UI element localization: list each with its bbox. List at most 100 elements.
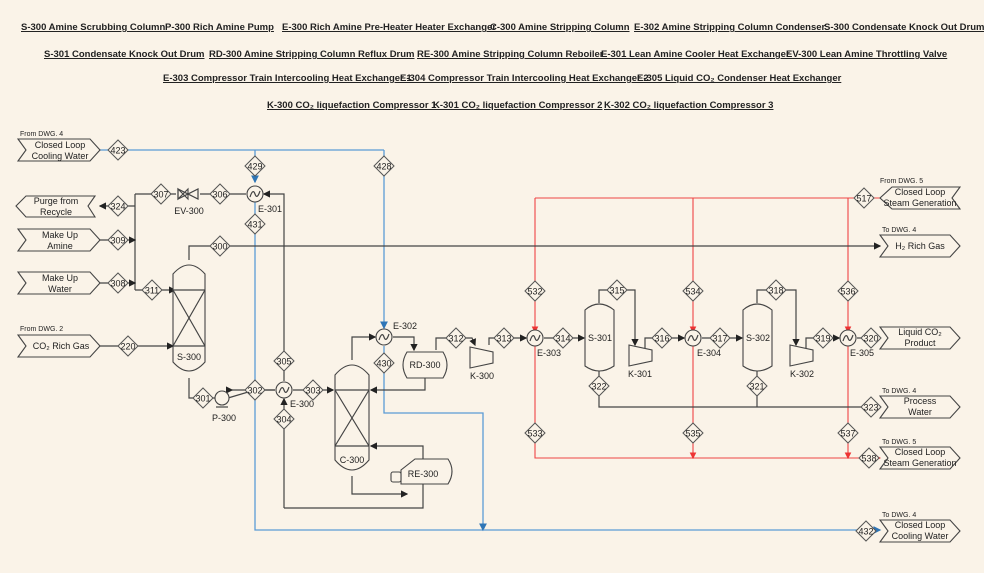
s301-drum[interactable]: S-301	[584, 303, 615, 372]
legend-link-re300[interactable]: RE-300 Amine Stripping Column Reboiler	[417, 49, 604, 60]
stream-tag-323[interactable]: 323	[860, 396, 882, 418]
stream-tag-314[interactable]: 314	[552, 327, 574, 349]
legend-link-e301[interactable]: E-301 Lean Amine Cooler Heat Exchanger	[601, 49, 790, 60]
stream-tag-316[interactable]: 316	[651, 327, 673, 349]
stream-tag-220[interactable]: 220	[117, 335, 139, 357]
stream-tag-315[interactable]: 315	[606, 279, 628, 301]
stream-tag-305[interactable]: 305	[273, 350, 295, 372]
stream-tag-diamond	[588, 375, 610, 397]
offpage-process-water[interactable]: To DWG. 4 Process Water	[878, 388, 961, 419]
offpage-cw-out[interactable]: To DWG. 4 Closed Loop Cooling Water	[878, 512, 961, 543]
legend-link-e300[interactable]: E-300 Rich Amine Pre-Heater Heater Excha…	[282, 22, 497, 33]
process-lines	[98, 190, 882, 509]
stream-tag-322[interactable]: 322	[588, 375, 610, 397]
stream-tag-428[interactable]: 428	[373, 155, 395, 177]
stream-tag-533[interactable]: 533	[524, 422, 546, 444]
rd300-drum[interactable]: RD-300	[402, 351, 448, 379]
legend-link-e303[interactable]: E-303 Compressor Train Intercooling Heat…	[163, 73, 412, 84]
k301-compressor[interactable]: K-301	[628, 344, 653, 379]
legend-link-e304[interactable]: E-304 Compressor Train Intercooling Heat…	[400, 73, 649, 84]
e302-exchanger[interactable]: E-302	[375, 321, 417, 346]
stream-tag-535[interactable]: 535	[682, 422, 704, 444]
stream-tag-304[interactable]: 304	[273, 408, 295, 430]
legend-link-k302[interactable]: K-302 CO₂ liquefaction Compressor 3	[604, 100, 774, 111]
c300-column[interactable]: C-300	[334, 364, 370, 471]
offpage-co2-rich-gas[interactable]: From DWG. 2 CO₂ Rich Gas	[16, 326, 101, 358]
s302-drum[interactable]: S-302	[742, 303, 773, 372]
stream-tag-label: 308	[110, 279, 125, 289]
k300-compressor[interactable]: K-300	[469, 346, 494, 381]
stream-tag-534[interactable]: 534	[682, 280, 704, 302]
stream-tag-303[interactable]: 303	[302, 379, 324, 401]
stream-tag-517[interactable]: 517	[853, 187, 875, 209]
offpage-make-up-amine[interactable]: Make Up Amine	[16, 228, 101, 252]
e301-label: E-301	[258, 204, 282, 214]
stream-tag-538[interactable]: 538	[858, 447, 880, 469]
offpage-purge[interactable]: Purge from Recycle	[15, 195, 97, 218]
re300-reboiler[interactable]: RE-300	[390, 458, 453, 485]
stream-tag-324[interactable]: 324	[107, 195, 129, 217]
stream-tag-312[interactable]: 312	[445, 327, 467, 349]
legend-link-k300[interactable]: K-300 CO₂ liquefaction Compressor 1	[267, 100, 437, 111]
offpage-make-up-water[interactable]: Make Up Water	[16, 271, 101, 295]
stream-tag-313[interactable]: 313	[493, 327, 515, 349]
stream-tag-diamond	[302, 379, 324, 401]
stream-tag-diamond	[273, 350, 295, 372]
stream-tag-label: 316	[654, 334, 669, 344]
stream-tag-301[interactable]: 301	[192, 387, 214, 409]
stream-tag-432[interactable]: 432	[855, 520, 877, 542]
stream-tag-309[interactable]: 309	[107, 229, 129, 251]
stream-tag-429[interactable]: 429	[244, 155, 266, 177]
e300-exchanger[interactable]: E-300	[275, 381, 314, 409]
legend-link-c300[interactable]: C-300 Amine Stripping Column	[490, 22, 630, 33]
stream-tag-431[interactable]: 431	[244, 213, 266, 235]
offpage-cw-in[interactable]: From DWG. 4 Closed Loop Cooling Water	[16, 131, 101, 162]
k302-compressor[interactable]: K-302	[789, 344, 814, 379]
e304-exchanger[interactable]: E-304	[684, 329, 721, 358]
stream-tag-302[interactable]: 302	[244, 379, 266, 401]
offpage-steam-in[interactable]: From DWG. 5 Closed Loop Steam Generation	[879, 178, 962, 210]
stream-tag-423[interactable]: 423	[107, 139, 129, 161]
legend-link-s300-ko[interactable]: S-300 Condensate Knock Out Drum	[824, 22, 984, 33]
s301-label: S-301	[588, 333, 612, 343]
stream-tag-diamond	[860, 327, 882, 349]
stream-tag-label: 304	[276, 415, 291, 425]
ev300-valve[interactable]: EV-300	[174, 187, 204, 216]
s300-column[interactable]: S-300	[172, 264, 206, 372]
offpage-h2-rich-gas[interactable]: To DWG. 4 H₂ Rich Gas	[878, 227, 961, 258]
legend-link-rd300[interactable]: RD-300 Amine Stripping Column Reflux Dru…	[209, 49, 415, 60]
stream-tag-320[interactable]: 320	[860, 327, 882, 349]
stream-tag-diamond	[682, 280, 704, 302]
e303-exchanger[interactable]: E-303	[526, 329, 561, 358]
p300-pump[interactable]: P-300	[212, 390, 236, 423]
stream-tag-311[interactable]: 311	[141, 279, 163, 301]
stream-tag-317[interactable]: 317	[709, 327, 731, 349]
legend-link-s300[interactable]: S-300 Amine Scrubbing Column	[21, 22, 166, 33]
stream-tag-306[interactable]: 306	[209, 183, 231, 205]
stream-tag-536[interactable]: 536	[837, 280, 859, 302]
stream-tag-label: 302	[247, 386, 262, 396]
stream-tag-diamond	[552, 327, 574, 349]
stream-tag-308[interactable]: 308	[107, 272, 129, 294]
legend-link-p300[interactable]: P-300 Rich Amine Pump	[165, 22, 274, 33]
legend-link-k301[interactable]: K-301 CO₂ liquefaction Compressor 2	[433, 100, 603, 111]
stream-tag-318[interactable]: 318	[765, 279, 787, 301]
stream-tag-537[interactable]: 537	[837, 422, 859, 444]
stream-tag-diamond	[244, 213, 266, 235]
stream-tag-430[interactable]: 430	[373, 352, 395, 374]
e305-exchanger[interactable]: E-305	[839, 329, 874, 358]
offpage-steam-out[interactable]: To DWG. 5 Closed Loop Steam Generation	[878, 439, 961, 470]
legend-link-e302[interactable]: E-302 Amine Stripping Column Condenser	[634, 22, 826, 33]
stream-tag-diamond	[765, 279, 787, 301]
stream-tag-300[interactable]: 300	[209, 235, 231, 257]
stream-tag-321[interactable]: 321	[746, 375, 768, 397]
stream-tag-label: 305	[276, 357, 291, 367]
legend-link-s301[interactable]: S-301 Condensate Knock Out Drum	[44, 49, 205, 60]
stream-tag-319[interactable]: 319	[812, 327, 834, 349]
legend-link-ev300[interactable]: EV-300 Lean Amine Throttling Valve	[786, 49, 948, 60]
offpage-liquid-co2-product[interactable]: Liquid CO₂ Product	[878, 326, 961, 350]
e301-exchanger[interactable]: E-301	[246, 185, 282, 214]
stream-tag-532[interactable]: 532	[524, 280, 546, 302]
legend-link-e305[interactable]: E-305 Liquid CO₂ Condenser Heat Exchange…	[637, 73, 842, 84]
stream-tag-307[interactable]: 307	[150, 183, 172, 205]
